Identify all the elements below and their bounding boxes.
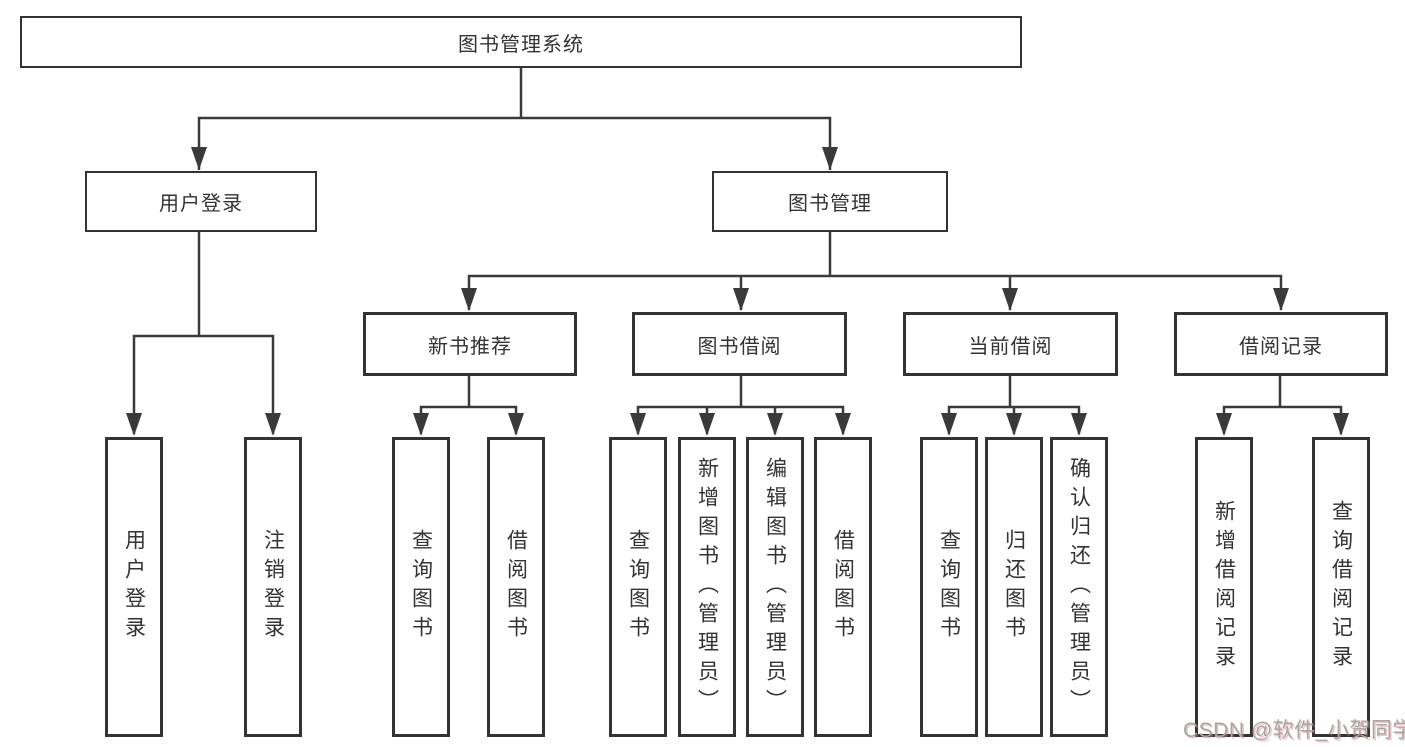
node-br-add-record: 新增借阅记录 xyxy=(1195,437,1253,737)
node-book-borrowing: 图书借阅 xyxy=(632,312,847,376)
node-book-management: 图书管理 xyxy=(712,171,948,232)
node-user-login: 用户登录 xyxy=(85,171,317,232)
node-br-query-record: 查询借阅记录 xyxy=(1312,437,1370,737)
node-bb-query-books: 查询图书 xyxy=(609,437,667,737)
node-cb-confirm-return-admin: 确认归还（管理员） xyxy=(1050,437,1108,737)
node-borrowing-records: 借阅记录 xyxy=(1174,312,1388,376)
node-bb-edit-books-admin: 编辑图书（管理员） xyxy=(746,437,804,737)
node-new-book-recommendation: 新书推荐 xyxy=(363,312,577,376)
node-leaf-logout: 注销登录 xyxy=(244,437,302,737)
arrowheads xyxy=(126,147,1349,436)
node-bb-borrow-books: 借阅图书 xyxy=(814,437,872,737)
node-cb-return-books: 归还图书 xyxy=(985,437,1043,737)
node-cb-query-books: 查询图书 xyxy=(920,437,978,737)
node-current-borrowing: 当前借阅 xyxy=(903,312,1118,376)
node-library-management-system: 图书管理系统 xyxy=(20,16,1022,68)
node-nb-query-books: 查询图书 xyxy=(392,437,450,737)
watermark-text: CSDN @软件_小贺同学 xyxy=(1183,719,1405,742)
node-nb-borrow-books: 借阅图书 xyxy=(487,437,545,737)
node-bb-add-books-admin: 新增图书（管理员） xyxy=(678,437,736,737)
node-leaf-user-login: 用户登录 xyxy=(105,437,163,737)
